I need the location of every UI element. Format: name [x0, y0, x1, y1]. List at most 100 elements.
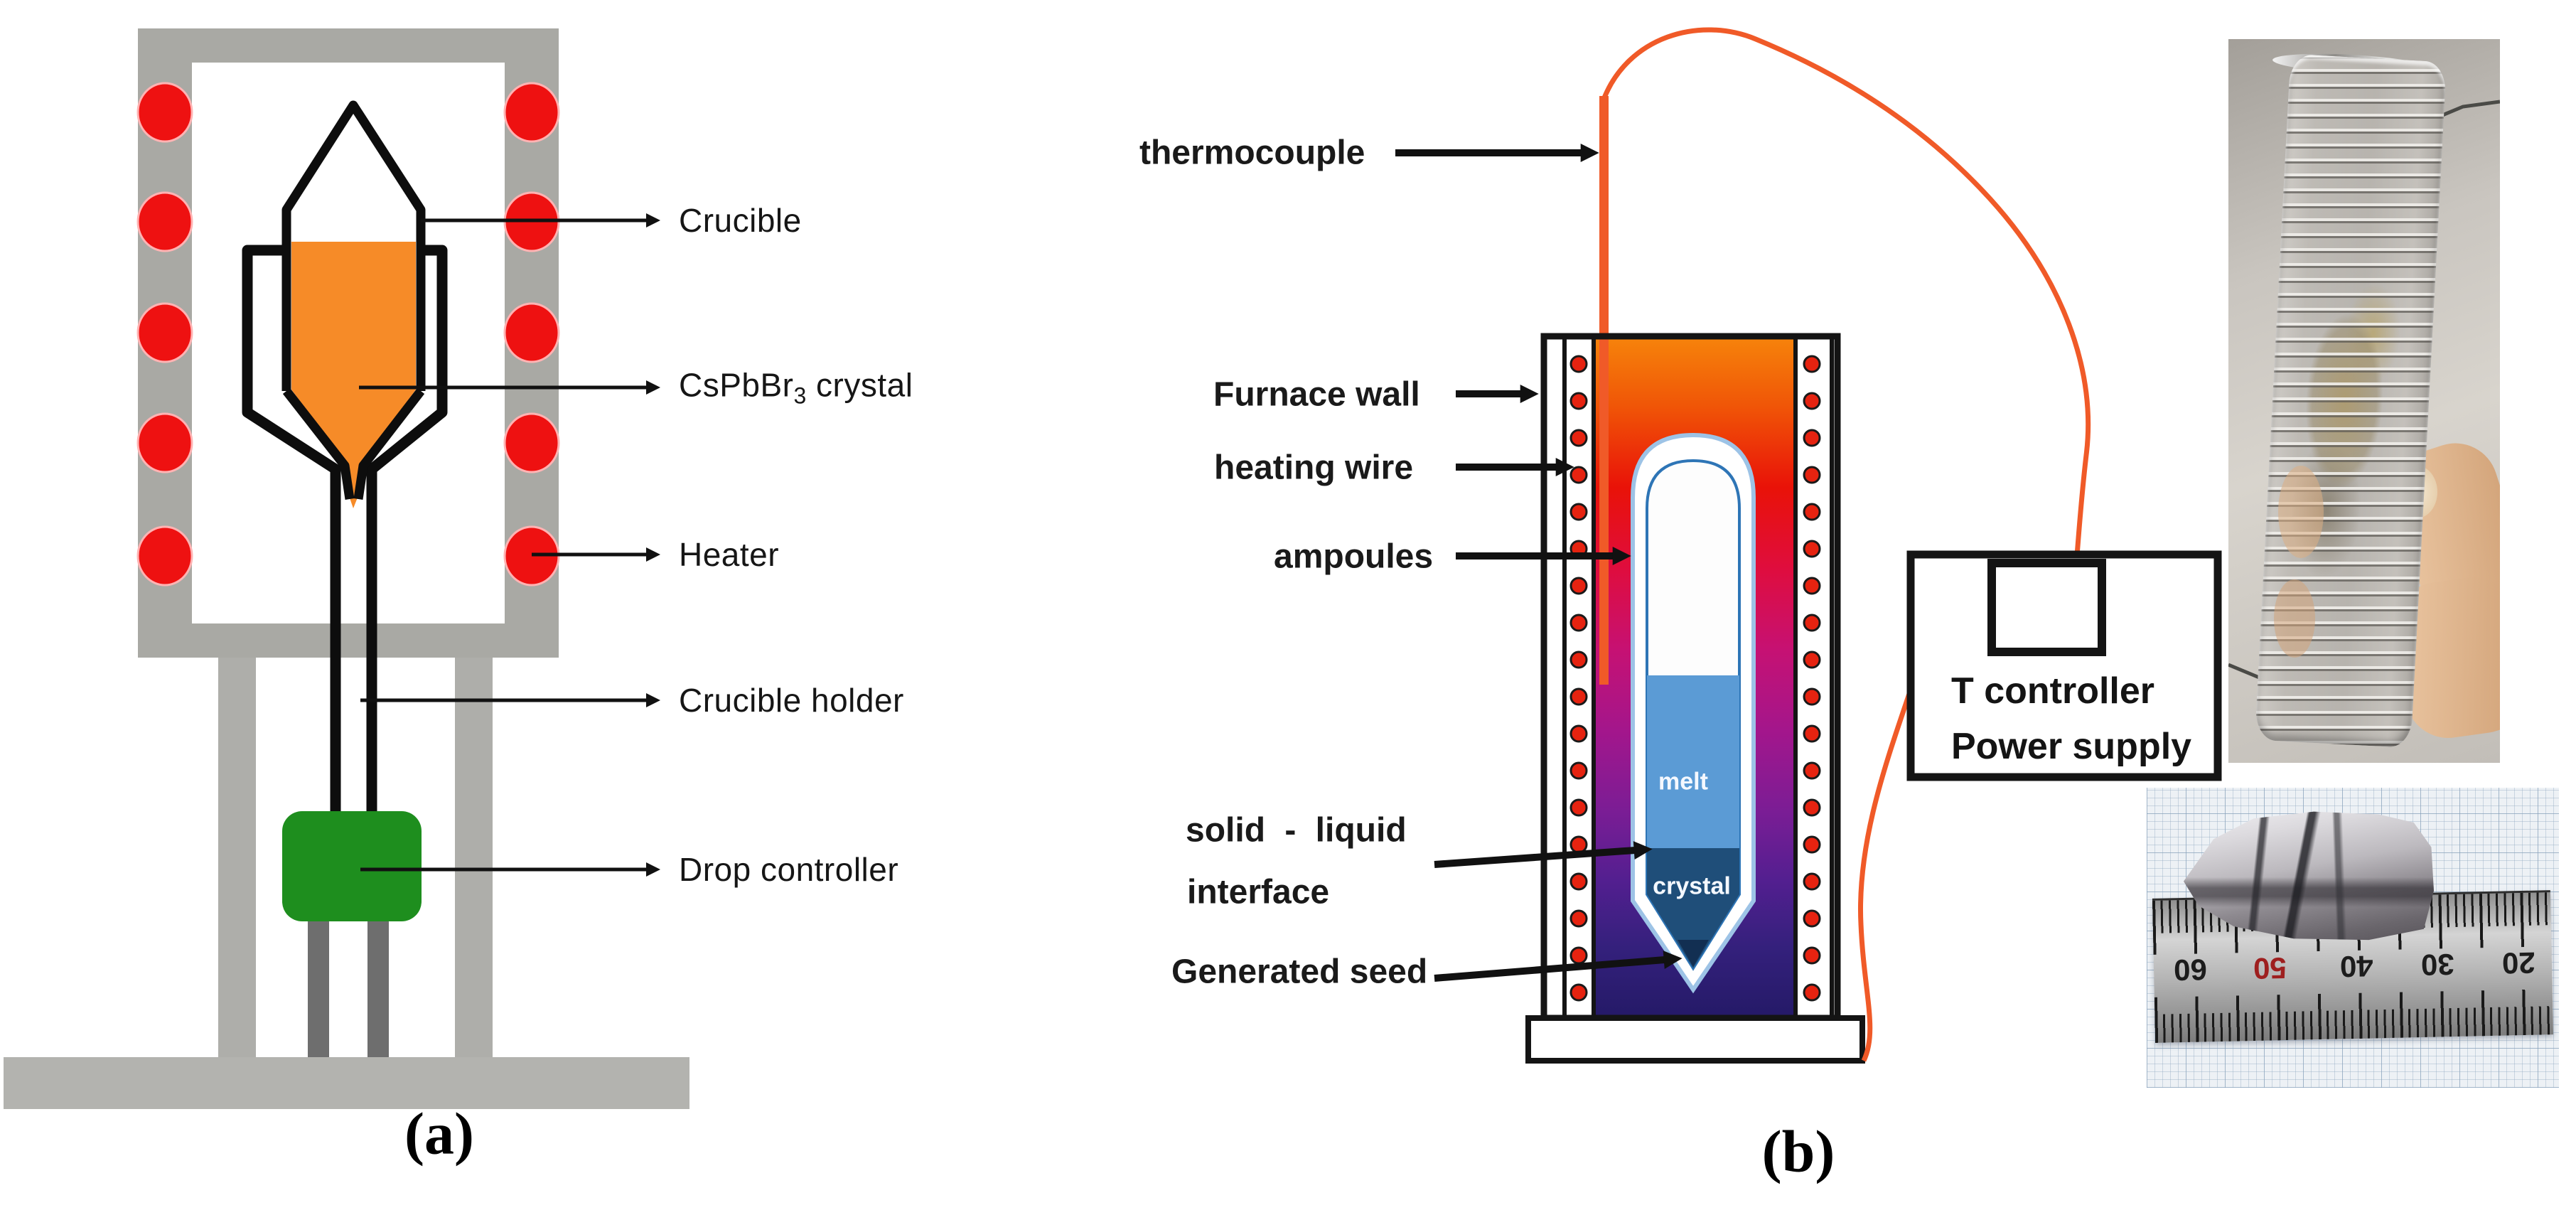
heating-wire-dot — [1803, 650, 1821, 669]
heating-wire-dot — [1803, 835, 1821, 854]
fingertip-through-glass — [2274, 579, 2315, 658]
panel-b-label-arrows — [1395, 144, 1683, 982]
heating-wire-dot — [1803, 577, 1821, 595]
heating-wire-dot — [1569, 798, 1588, 817]
heater-dot — [503, 302, 560, 363]
fingertip-through-glass — [2278, 466, 2324, 558]
heating-wire-dot — [1803, 983, 1821, 1002]
crucible-holder-right — [366, 245, 448, 814]
label-heater: Heater — [679, 536, 780, 573]
panel-a-label-lines — [359, 213, 660, 877]
heating-wire-dot — [1569, 761, 1588, 780]
ruler-major-ticks-bottom — [2154, 989, 2554, 1043]
stand-right-leg — [455, 658, 493, 1057]
label-crystal-subscript: 3 — [793, 382, 807, 409]
label-crystal: crystal — [1653, 872, 1731, 900]
heater-dot — [136, 82, 193, 143]
heating-wire-dot — [1803, 429, 1821, 447]
stand-base — [4, 1057, 689, 1109]
heating-wire-dot — [1569, 835, 1588, 854]
controller-display-window — [1987, 559, 2106, 656]
heating-wire-dot — [1803, 872, 1821, 891]
heating-wire-dot — [1569, 614, 1588, 632]
caption-b: (b) — [1761, 1118, 1835, 1185]
label-thermocouple: thermocouple — [1139, 134, 1365, 172]
heating-wire-dot — [1803, 761, 1821, 780]
heating-wire-dot — [1569, 946, 1588, 965]
label-melt: melt — [1658, 768, 1708, 796]
stand-left-leg — [218, 658, 256, 1057]
heating-wire-dot — [1569, 650, 1588, 669]
heater-dots — [136, 82, 560, 587]
photo-ampoule-in-coil — [2228, 39, 2500, 763]
label-interface: interface — [1187, 873, 1330, 911]
label-heating-wire: heating wire — [1214, 449, 1414, 487]
caption-a: (a) — [404, 1101, 474, 1167]
furnace-base — [1525, 1015, 1865, 1064]
label-crucible-holder: Crucible holder — [679, 682, 904, 719]
ruler-number-20: 20 — [2501, 946, 2536, 980]
controller-leg-left — [308, 921, 329, 1057]
drop-controller-box — [282, 811, 422, 921]
heater-dot — [136, 191, 193, 252]
heating-wire-dot — [1569, 909, 1588, 928]
thermocouple-wire — [1601, 27, 2091, 556]
heater-dot — [503, 82, 560, 143]
heater-dot — [136, 412, 193, 473]
label-generated-seed: Generated seed — [1171, 953, 1428, 991]
label-crystal-prefix: CsPbBr — [679, 366, 794, 404]
cspbbr3-ingot — [2184, 811, 2434, 941]
crucible-outline — [281, 100, 426, 500]
heating-wire-dot — [1569, 392, 1588, 410]
generated-seed — [1678, 940, 1709, 967]
heating-wire-dot — [1803, 540, 1821, 558]
heating-wire-dot — [1569, 577, 1588, 595]
label-crystal-suffix: crystal — [806, 366, 913, 404]
heating-wire-dot — [1803, 909, 1821, 928]
power-wire — [1857, 680, 1916, 1062]
interface-arrow — [1434, 841, 1653, 868]
panel-a-schematic — [4, 28, 689, 1109]
heating-wire-dot — [1803, 798, 1821, 817]
heating-wire-dot — [1569, 724, 1588, 743]
label-t-controller: T controller — [1951, 670, 2155, 712]
controller-leg-right — [367, 921, 389, 1057]
heating-wire-dot — [1803, 355, 1821, 373]
ruler-number-60: 60 — [2173, 953, 2208, 987]
ingot-surface-streaks — [2184, 811, 2434, 941]
label-ampoules: ampoules — [1274, 537, 1434, 576]
heating-wire-dot — [1803, 946, 1821, 965]
heating-wire-dot — [1569, 466, 1588, 484]
heating-wire-dots — [1569, 355, 1821, 1002]
ruler-number-40: 40 — [2339, 949, 2374, 984]
heater-dot — [136, 525, 193, 587]
heating-wire-dot — [1803, 466, 1821, 484]
label-furnace-wall: Furnace wall — [1213, 375, 1420, 414]
ruler-number-50: 50 — [2253, 951, 2287, 985]
label-solid-liquid: solid - liquid — [1186, 811, 1407, 850]
heating-wire-channel-left — [1562, 334, 1596, 1020]
heating-wire-dot — [1569, 355, 1588, 373]
ruler-number-30: 30 — [2420, 948, 2455, 982]
heating-wire-dot — [1803, 614, 1821, 632]
heating-wire-dot — [1803, 724, 1821, 743]
heating-wire-dot — [1803, 687, 1821, 706]
heating-wire-dot — [1803, 392, 1821, 410]
panel-b-schematic — [1395, 27, 2222, 1064]
heating-wire-dot — [1569, 503, 1588, 521]
seed-arrow — [1434, 951, 1683, 982]
crucible-melt-fill — [291, 242, 416, 508]
heating-wire-dot — [1569, 983, 1588, 1002]
melt-region — [1647, 675, 1739, 848]
heating-wire-dot — [1569, 687, 1588, 706]
label-power-supply: Power supply — [1951, 726, 2192, 767]
heating-wire-dot — [1569, 872, 1588, 891]
photo-crystal-on-ruler: 60 50 40 30 20 — [2147, 788, 2559, 1088]
label-drop-controller: Drop controller — [679, 851, 899, 888]
heater-dot — [136, 302, 193, 363]
heating-wire-dot — [1569, 429, 1588, 447]
label-cspbbr3-crystal: CsPbBr3 crystal — [679, 365, 913, 409]
thermocouple-rod — [1599, 96, 1609, 685]
